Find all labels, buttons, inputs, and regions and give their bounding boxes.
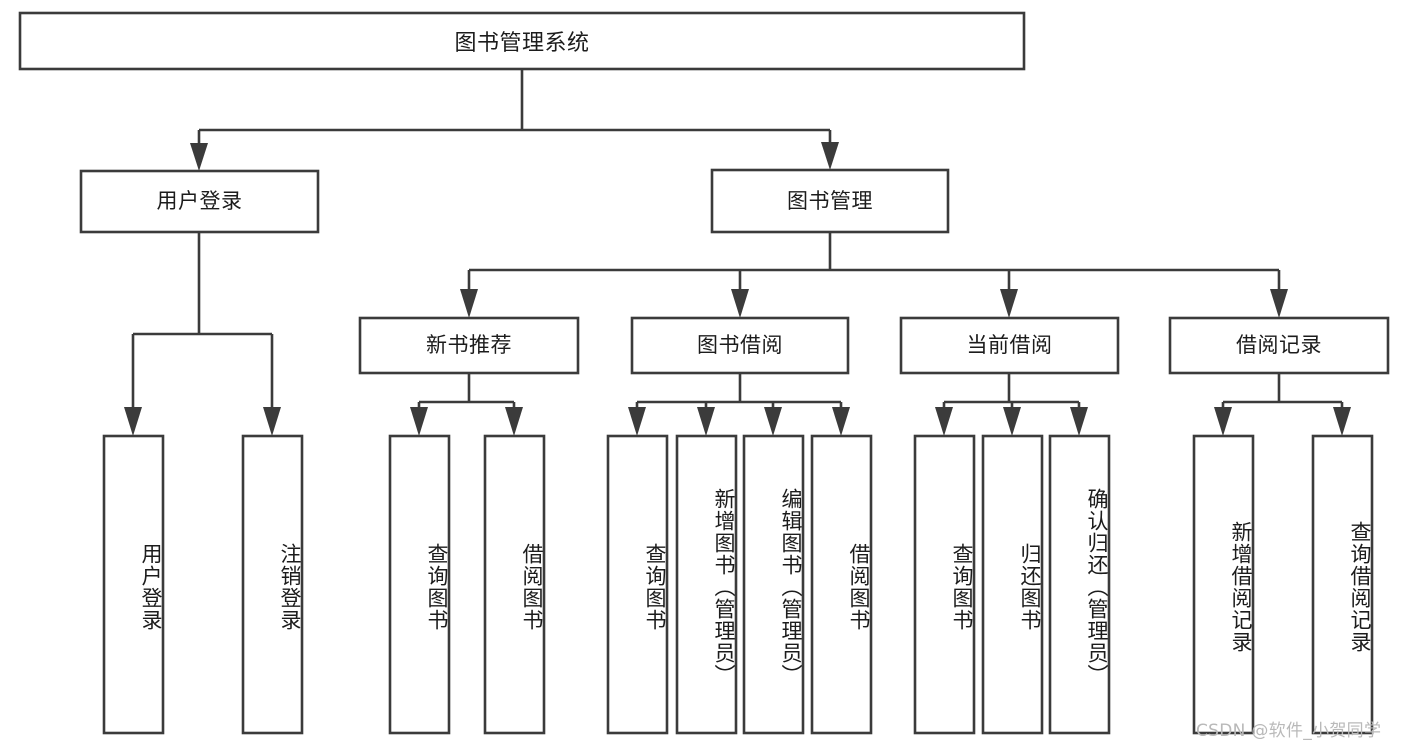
arrow-head-borrow-record (1270, 289, 1288, 318)
node-box-root[interactable] (18, 11, 1026, 71)
arrow-head-leaf-query-book-2 (628, 407, 646, 436)
node-box-leaf-borrow-book-2[interactable] (810, 434, 873, 735)
connector-group-new-book-rec (410, 373, 523, 436)
arrow-head-leaf-return-book (1003, 407, 1021, 436)
connector-group-borrow-record (1214, 373, 1351, 436)
arrow-head-leaf-add-book (697, 407, 715, 436)
node-box-leaf-query-record[interactable] (1311, 434, 1374, 735)
arrow-head-book-borrow (731, 289, 749, 318)
node-box-leaf-confirm-return[interactable] (1048, 434, 1111, 735)
arrow-head-leaf-borrow-book-2 (832, 407, 850, 436)
arrow-head-new-book-rec (460, 289, 478, 318)
arrow-head-leaf-borrow-book-1 (505, 407, 523, 436)
node-box-leaf-borrow-book-1[interactable] (483, 434, 546, 735)
arrow-head-current-borrow (1000, 289, 1018, 318)
arrow-head-leaf-query-book-1 (410, 407, 428, 436)
arrow-head-leaf-add-record (1214, 407, 1232, 436)
node-box-new-book-rec[interactable] (358, 316, 580, 375)
arrow-head-book-manage (821, 142, 839, 170)
node-box-current-borrow[interactable] (899, 316, 1120, 375)
arrow-head-leaf-user-login (124, 407, 142, 436)
arrow-head-leaf-logout (263, 407, 281, 436)
connector-group-user-login (124, 232, 281, 436)
arrow-head-leaf-confirm-return (1070, 407, 1088, 436)
arrow-head-leaf-edit-book (764, 407, 782, 436)
node-box-leaf-logout[interactable] (241, 434, 304, 735)
arrow-head-leaf-query-book-3 (935, 407, 953, 436)
csdn-watermark: CSDN @软件_小贺同学 (1196, 721, 1382, 741)
connector-group-book-borrow (628, 373, 850, 436)
arrow-head-leaf-query-record (1333, 407, 1351, 436)
node-box-borrow-record[interactable] (1168, 316, 1390, 375)
node-box-book-manage[interactable] (710, 168, 950, 234)
node-box-leaf-edit-book[interactable] (742, 434, 805, 735)
arrow-head-user-login (190, 143, 208, 171)
node-box-book-borrow[interactable] (630, 316, 850, 375)
connector-group-book-manage (460, 232, 1288, 318)
node-box-leaf-query-book-1[interactable] (388, 434, 451, 735)
node-box-leaf-add-book[interactable] (675, 434, 738, 735)
node-box-user-login[interactable] (79, 169, 320, 234)
node-box-leaf-query-book-2[interactable] (606, 434, 669, 735)
node-box-leaf-return-book[interactable] (981, 434, 1044, 735)
connector-group-root (190, 69, 839, 171)
node-box-leaf-add-record[interactable] (1192, 434, 1255, 735)
connector-group-current-borrow (935, 373, 1088, 436)
node-box-leaf-user-login[interactable] (102, 434, 165, 735)
node-box-leaf-query-book-3[interactable] (913, 434, 976, 735)
